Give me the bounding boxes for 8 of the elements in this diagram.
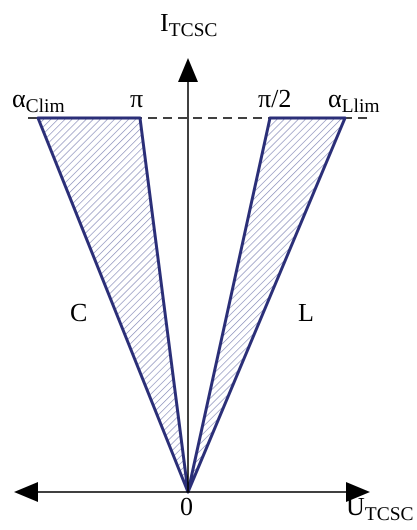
axis-label: I$_{TCSC}$	[160, 10, 218, 36]
axis-label: π/2	[258, 86, 292, 112]
axis-label: α$_{Clim}$	[12, 86, 65, 112]
axis-label: L	[298, 300, 314, 326]
axis-label: π	[130, 86, 144, 112]
axis-label: 0	[180, 494, 193, 520]
axis-label: C	[70, 300, 88, 326]
axis-label: α$_{Llim}$	[328, 86, 380, 112]
